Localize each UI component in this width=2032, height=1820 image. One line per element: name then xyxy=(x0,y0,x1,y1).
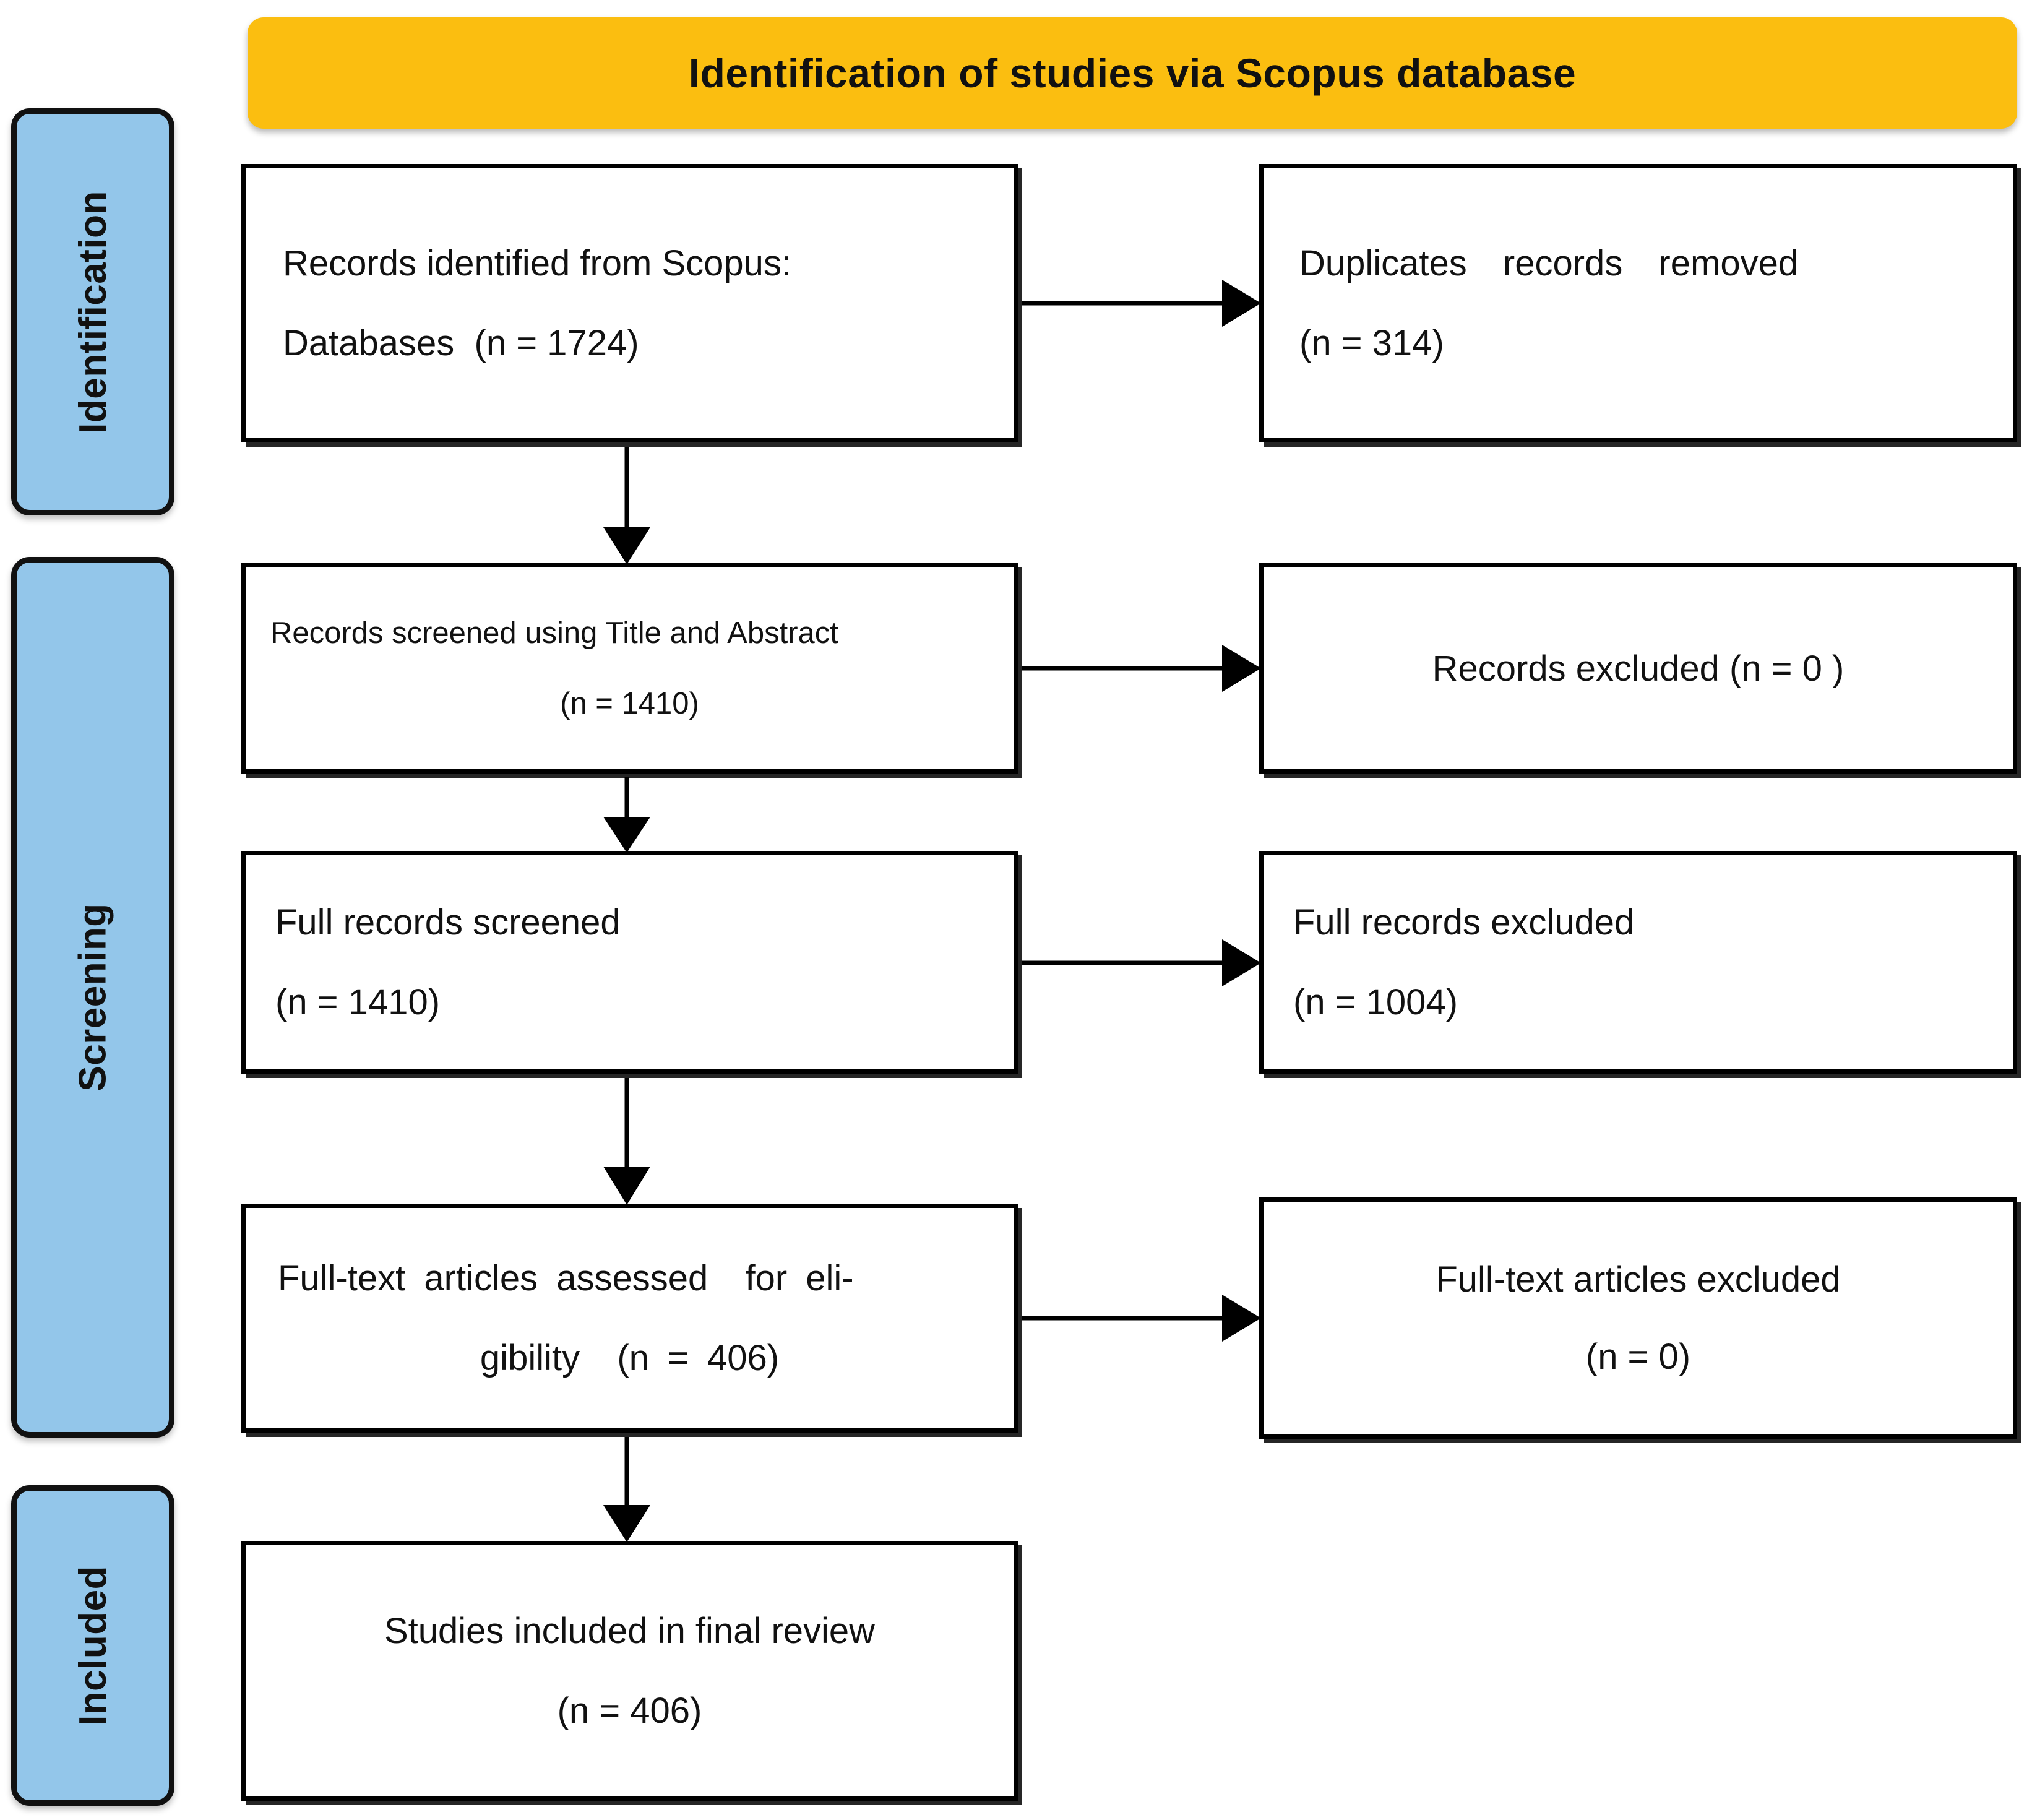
node-full-records-excluded: Full records excluded (n = 1004) xyxy=(1259,851,2017,1074)
arrow-identified-to-duplicates xyxy=(1022,280,1261,327)
node-duplicates-removed-line2: (n = 314) xyxy=(1299,323,1444,363)
node-fulltext-articles-excluded-line1: Full-text articles excluded xyxy=(1436,1259,1841,1300)
node-fulltext-articles-excluded-line2: (n = 0) xyxy=(1585,1337,1691,1377)
node-studies-included: Studies included in final review (n = 40… xyxy=(241,1541,1018,1801)
node-studies-included-line2: (n = 406) xyxy=(557,1691,702,1731)
phase-tab-screening: Screening xyxy=(11,557,174,1438)
arrow-eligibility-to-fulltext-excluded xyxy=(1022,1295,1261,1342)
node-full-records-excluded-line2: (n = 1004) xyxy=(1293,982,1458,1022)
node-records-screened-line1: Records screened using Title and Abstrac… xyxy=(270,616,838,650)
node-studies-included-line1: Studies included in final review xyxy=(384,1611,876,1651)
node-fulltext-assessed-eligibility-line1: Full-text articles assessed for eli- xyxy=(278,1258,854,1298)
node-records-identified-line1: Records identified from Scopus: xyxy=(283,243,792,283)
node-full-records-screened: Full records screened (n = 1410) xyxy=(241,851,1018,1074)
node-fulltext-assessed-eligibility: Full-text articles assessed for eli- gib… xyxy=(241,1204,1018,1433)
node-fulltext-articles-excluded: Full-text articles excluded (n = 0) xyxy=(1259,1197,2017,1439)
node-duplicates-removed-line1: Duplicates records removed xyxy=(1299,243,1799,283)
node-full-records-screened-line2: (n = 1410) xyxy=(275,982,441,1022)
node-duplicates-removed: Duplicates records removed (n = 314) xyxy=(1259,164,2017,442)
banner-title: Identification of studies via Scopus dat… xyxy=(688,50,1577,96)
node-records-identified: Records identified from Scopus: Database… xyxy=(241,164,1018,442)
node-records-excluded-line1: Records excluded (n = 0 ) xyxy=(1432,648,1845,689)
arrow-identified-to-screened xyxy=(603,447,650,564)
stage-banner-identification: Identification of studies via Scopus dat… xyxy=(248,17,2017,129)
node-records-screened-line2: (n = 1410) xyxy=(560,687,699,720)
arrow-full-screened-to-eligibility xyxy=(603,1078,650,1205)
node-fulltext-assessed-eligibility-line2: gibility (n = 406) xyxy=(480,1338,780,1378)
node-records-identified-line2: Databases (n = 1724) xyxy=(283,323,639,363)
node-records-excluded: Records excluded (n = 0 ) xyxy=(1259,563,2017,774)
arrow-eligibility-to-included xyxy=(603,1437,650,1542)
arrow-full-screened-to-full-excluded xyxy=(1022,939,1261,986)
node-records-screened: Records screened using Title and Abstrac… xyxy=(241,563,1018,774)
arrow-screened-to-records-excluded xyxy=(1022,645,1261,692)
node-full-records-screened-line1: Full records screened xyxy=(275,902,621,942)
arrow-screened-to-full-screened xyxy=(603,777,650,853)
node-full-records-excluded-line1: Full records excluded xyxy=(1293,902,1635,942)
phase-tab-identification: Identification xyxy=(11,108,174,515)
phase-tab-included: Included xyxy=(11,1485,174,1806)
